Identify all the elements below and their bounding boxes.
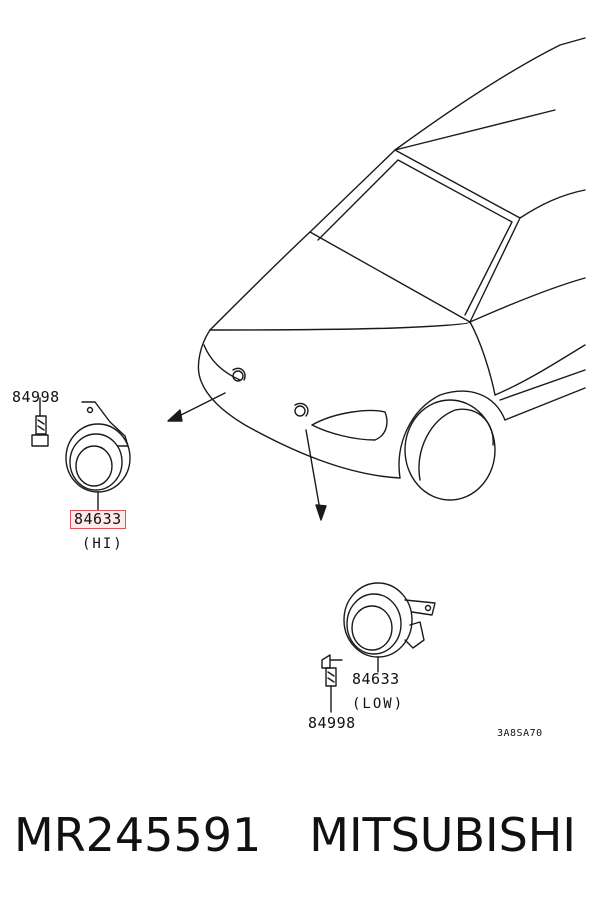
arrow-hi [167, 392, 226, 422]
horn-low-icon [343, 582, 436, 673]
callout-horn-hi-type: (HI) [82, 536, 124, 552]
horn-hi-icon [65, 401, 131, 511]
brand-name: MITSUBISHI [309, 808, 576, 862]
callout-horn-hi: 84633 [70, 510, 126, 529]
bolt-low-icon [321, 654, 343, 713]
part-number: MR245591 [14, 808, 262, 862]
arrow-low [305, 429, 327, 521]
callout-horn-low-type: (LOW) [352, 696, 405, 712]
drawing-code: 3A8SA70 [497, 728, 543, 739]
parts-diagram [31, 37, 586, 713]
caption: MR245591 MITSUBISHI [0, 808, 600, 862]
callout-bolt-low: 84998 [308, 714, 356, 732]
callout-horn-low: 84633 [352, 670, 400, 688]
bolt-hi-icon [31, 403, 49, 447]
car-outline [197, 37, 586, 501]
callout-bolt-hi: 84998 [12, 388, 60, 406]
